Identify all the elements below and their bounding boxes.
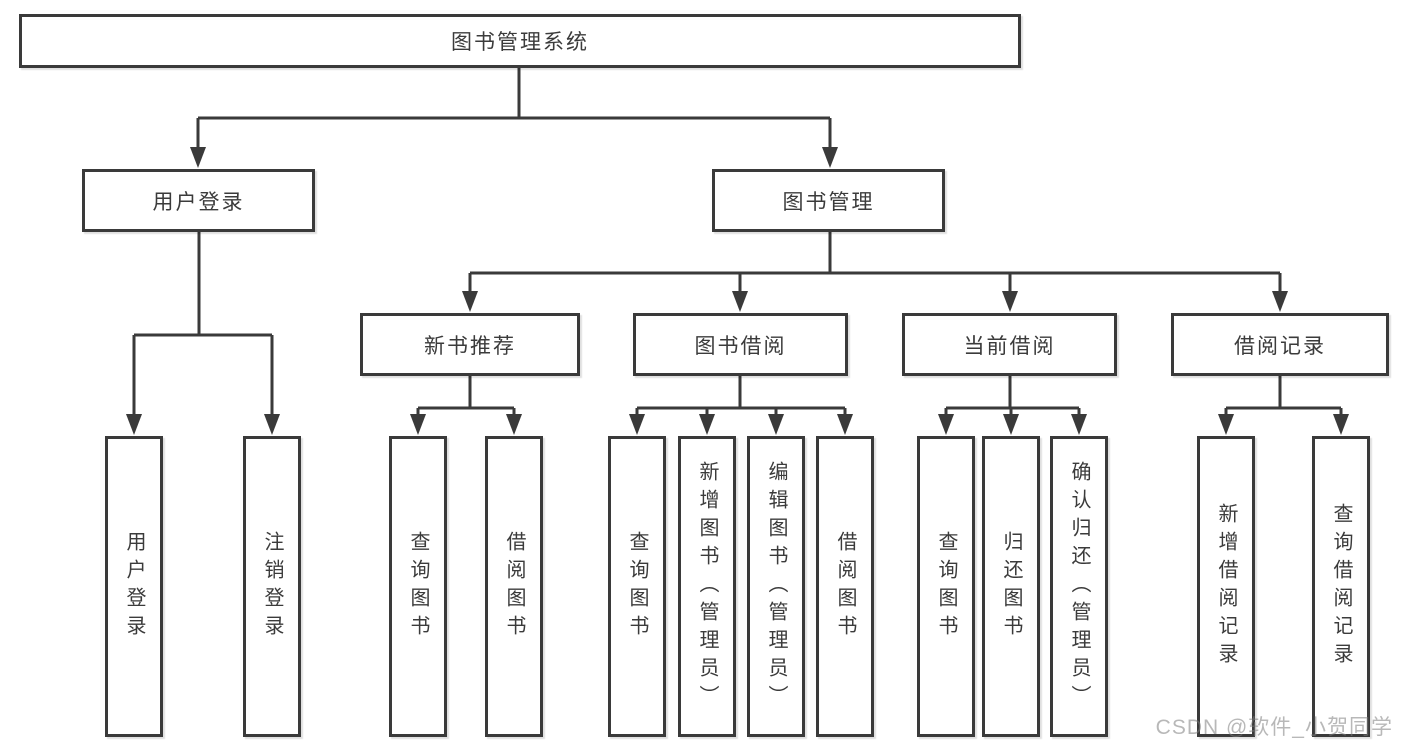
arrowheads <box>126 147 1349 435</box>
node-label: 当前借阅 <box>963 334 1056 358</box>
node-user-login: 用户登录 <box>82 169 315 232</box>
node-label: 图书管理 <box>782 190 875 214</box>
arrow-icon <box>1071 414 1087 435</box>
node-label: 编辑图书（管理员） <box>765 460 787 713</box>
connector-book-borrow-branch <box>635 376 847 417</box>
node-root-system: 图书管理系统 <box>19 14 1021 68</box>
leaf-borrow-book-2: 借阅图书 <box>816 436 874 737</box>
arrow-icon <box>1272 291 1288 312</box>
node-label: 新书推荐 <box>424 334 516 358</box>
leaf-logout: 注销登录 <box>243 436 301 737</box>
arrow-icon <box>732 291 748 312</box>
node-label: 查询图书 <box>626 530 648 643</box>
leaf-confirm-return-admin: 确认归还（管理员） <box>1050 436 1108 737</box>
arrow-icon <box>629 414 645 435</box>
connector-new-book-rec-branch <box>416 376 516 417</box>
connector-root-to-level2 <box>196 68 832 150</box>
arrow-icon <box>410 414 426 435</box>
leaf-return-book: 归还图书 <box>982 436 1040 737</box>
leaf-query-book-1: 查询图书 <box>389 436 447 737</box>
node-book-management: 图书管理 <box>712 169 945 232</box>
arrow-icon <box>768 414 784 435</box>
node-label: 用户登录 <box>123 530 145 643</box>
arrow-icon <box>462 291 478 312</box>
node-label: 确认归还（管理员） <box>1068 460 1090 713</box>
node-label: 查询借阅记录 <box>1330 502 1352 671</box>
arrow-icon <box>1002 291 1018 312</box>
leaf-query-book-3: 查询图书 <box>917 436 975 737</box>
arrow-icon <box>506 414 522 435</box>
connector-borrow-record-branch <box>1224 376 1343 417</box>
leaf-user-login: 用户登录 <box>105 436 163 737</box>
arrow-icon <box>190 147 206 168</box>
leaf-edit-book-admin: 编辑图书（管理员） <box>747 436 805 737</box>
node-label: 查询图书 <box>935 530 957 643</box>
node-label: 图书管理系统 <box>451 31 589 54</box>
leaf-add-book-admin: 新增图书（管理员） <box>678 436 736 737</box>
connector-current-borrow-branch <box>944 376 1081 417</box>
node-new-book-recommend: 新书推荐 <box>360 313 580 376</box>
node-label: 借阅记录 <box>1234 334 1326 358</box>
node-current-borrow: 当前借阅 <box>902 313 1117 376</box>
node-label: 注销登录 <box>261 530 283 643</box>
arrow-icon <box>822 147 838 168</box>
node-label: 借阅图书 <box>834 530 856 643</box>
arrow-icon <box>837 414 853 435</box>
leaf-add-borrow-record: 新增借阅记录 <box>1197 436 1255 737</box>
arrow-icon <box>1003 414 1019 435</box>
connector-book-mgmt-branch <box>468 232 1282 294</box>
node-label: 借阅图书 <box>503 530 525 643</box>
node-label: 图书借阅 <box>694 334 787 358</box>
arrow-icon <box>1218 414 1234 435</box>
arrow-icon <box>1333 414 1349 435</box>
arrow-icon <box>126 414 142 435</box>
arrow-icon <box>938 414 954 435</box>
node-label: 归还图书 <box>1000 530 1022 643</box>
node-label: 用户登录 <box>152 190 245 214</box>
node-label: 新增借阅记录 <box>1215 502 1237 671</box>
connector-lines <box>132 68 1343 417</box>
leaf-query-borrow-record: 查询借阅记录 <box>1312 436 1370 737</box>
arrow-icon <box>699 414 715 435</box>
node-label: 新增图书（管理员） <box>696 460 718 713</box>
node-label: 查询图书 <box>407 530 429 643</box>
arrow-icon <box>264 414 280 435</box>
leaf-query-book-2: 查询图书 <box>608 436 666 737</box>
node-book-borrow: 图书借阅 <box>633 313 848 376</box>
watermark: CSDN @软件_小贺同学 <box>1155 716 1393 739</box>
node-borrow-records: 借阅记录 <box>1171 313 1389 376</box>
connector-user-login-branch <box>132 232 274 417</box>
leaf-borrow-book-1: 借阅图书 <box>485 436 543 737</box>
